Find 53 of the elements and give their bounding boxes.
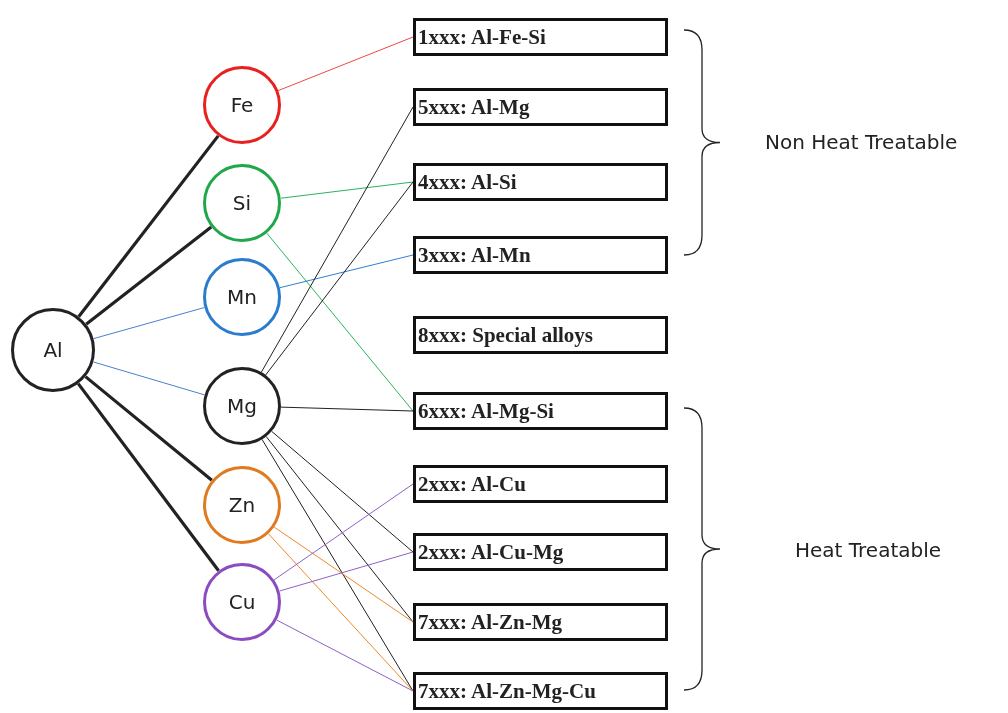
- alloy-series-box: [413, 392, 668, 430]
- series-label: 4xxx: Al-Si: [418, 169, 517, 195]
- element-symbol: Zn: [228, 493, 256, 517]
- series-label: 7xxx: Al-Zn-Mg: [418, 609, 563, 635]
- connector-line: [265, 181, 414, 376]
- series-label: 2xxx: Al-Cu: [418, 471, 526, 497]
- element-symbol: Cu: [228, 590, 256, 614]
- alloy-series-box: [413, 465, 668, 503]
- connector-line: [280, 406, 414, 412]
- group-label: Non Heat Treatable: [765, 130, 958, 154]
- alloy-series-box: [413, 603, 668, 641]
- element-symbol: Mg: [227, 394, 257, 418]
- series-label: 2xxx: Al-Cu-Mg: [418, 539, 564, 565]
- connector-line: [260, 106, 414, 373]
- connector-line: [92, 361, 206, 396]
- alloy-series-box: [413, 672, 668, 710]
- connector-line: [273, 526, 414, 623]
- alloy-series-box: [413, 316, 668, 354]
- alloy-series-box: [413, 533, 668, 571]
- alloy-series-box: [413, 88, 668, 126]
- connector-line: [85, 225, 213, 326]
- alloy-series-box: [413, 236, 668, 274]
- connector-line: [273, 483, 414, 581]
- connector-line: [92, 307, 205, 340]
- element-circle: [203, 367, 281, 445]
- connector-line: [276, 619, 414, 692]
- connector-line: [77, 134, 220, 318]
- series-label: 6xxx: Al-Mg-Si: [418, 398, 554, 424]
- element-circle: [203, 466, 281, 544]
- series-label: 8xxx: Special alloys: [418, 322, 593, 348]
- connector-line: [277, 36, 414, 92]
- alloy-series-box: [413, 18, 668, 56]
- connector-line: [280, 181, 414, 199]
- connector-line: [266, 232, 414, 412]
- group-label: Heat Treatable: [795, 538, 942, 562]
- connector-line: [265, 436, 414, 623]
- connector-line: [278, 551, 414, 592]
- connector-line: [279, 254, 414, 289]
- series-label: 7xxx: Al-Zn-Mg-Cu: [418, 678, 596, 704]
- connector-line: [267, 533, 414, 692]
- connector-line: [84, 375, 213, 482]
- connector-line: [271, 430, 414, 553]
- element-symbol: Mn: [227, 285, 257, 309]
- series-label: 1xxx: Al-Fe-Si: [418, 24, 546, 50]
- series-label: 5xxx: Al-Mg: [418, 94, 530, 120]
- element-symbol: Si: [232, 191, 252, 215]
- element-symbol: Al: [43, 338, 63, 362]
- alloy-series-box: [413, 163, 668, 201]
- element-symbol: Fe: [230, 93, 254, 117]
- series-label: 3xxx: Al-Mn: [418, 242, 531, 268]
- connector-line: [76, 382, 220, 572]
- connector-line: [261, 438, 414, 692]
- element-circle: [11, 308, 95, 392]
